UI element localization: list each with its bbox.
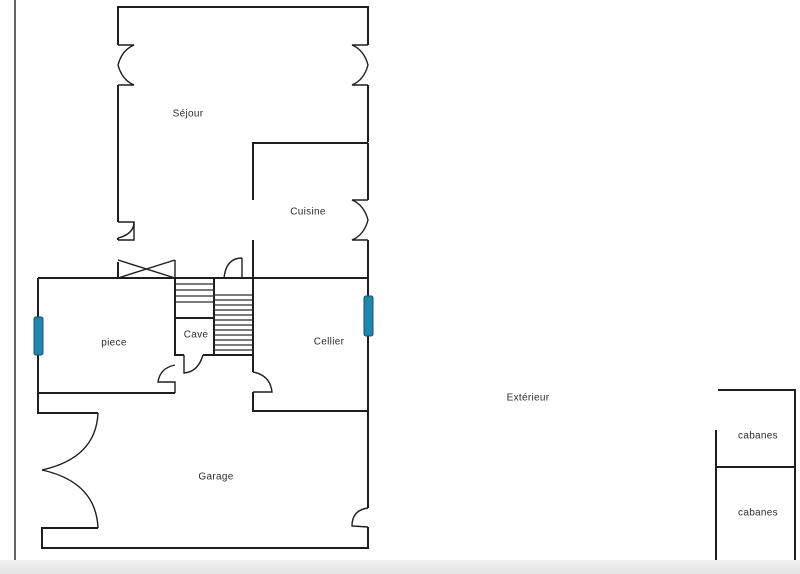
stair-door-icon [223, 257, 243, 279]
stairs-icon [174, 278, 254, 356]
sejour-lower-door-icon [117, 221, 135, 241]
sejour-walls [117, 6, 369, 278]
garage-double-door-icon [41, 412, 99, 529]
room-label-exterieur: Extérieur [506, 392, 550, 404]
cellier-window-icon [363, 295, 374, 337]
room-label-garage: Garage [198, 471, 234, 483]
bottom-band [0, 560, 800, 574]
room-label-cuisine: Cuisine [290, 206, 326, 218]
piece-window-icon [33, 316, 44, 356]
cave-door-icon [183, 354, 204, 374]
sejour-right-door-icon [351, 44, 369, 86]
cabanes-walls [715, 389, 796, 574]
cuisine-walls [252, 142, 369, 278]
room-label-piece: piece [101, 337, 127, 349]
room-label-cave: Cave [183, 329, 209, 341]
garage-walls [37, 393, 369, 549]
cave-walls [174, 318, 214, 356]
room-label-cabanes-1: cabanes [738, 430, 778, 442]
cuisine-door-icon [351, 199, 369, 241]
garage-side-door-icon [351, 507, 369, 528]
room-label-cabanes-2: cabanes [738, 507, 778, 519]
swing-door-x-icon [117, 259, 176, 279]
cellier-door-icon [252, 371, 273, 393]
cellier-walls [252, 278, 369, 500]
piece-door-icon [157, 364, 176, 393]
room-label-sejour: Séjour [172, 108, 204, 120]
piece-walls [37, 278, 176, 394]
sejour-left-door-icon [117, 44, 135, 86]
room-label-cellier: Cellier [313, 336, 345, 348]
